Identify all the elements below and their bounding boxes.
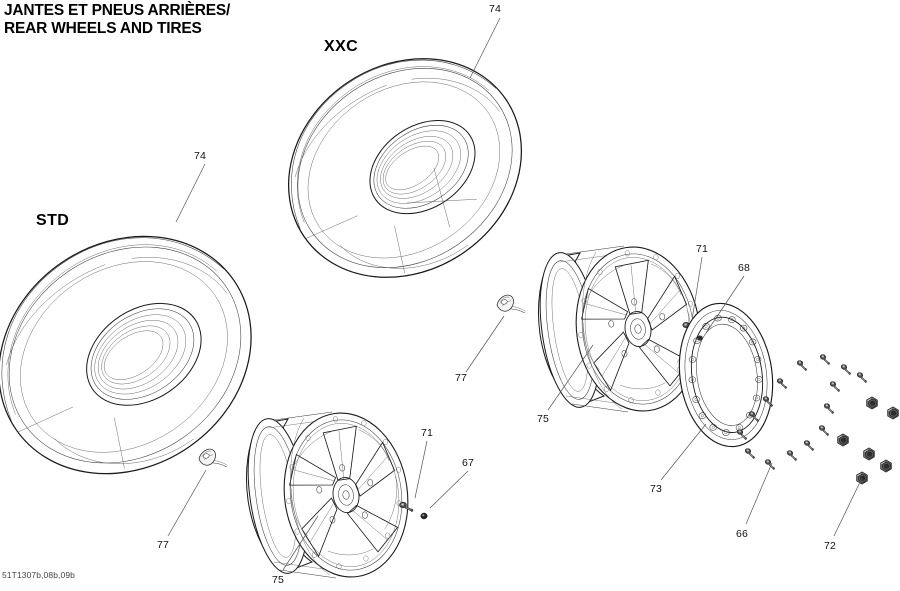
nut-67-art [420, 512, 428, 520]
callout-67: 67 [462, 457, 475, 469]
variant-label-std: STD [36, 212, 70, 229]
callout-73: 73 [650, 483, 663, 495]
callout-74-xxc: 74 [489, 3, 502, 15]
leader-lines [167, 17, 863, 571]
variant-label-xxc: XXC [324, 38, 359, 55]
callout-68: 68 [738, 262, 751, 274]
tire-xxc-art [287, 58, 523, 278]
callout-72: 72 [824, 540, 837, 552]
callout-71-lower: 71 [421, 427, 434, 439]
callout-77-upper: 77 [455, 372, 468, 384]
valve-stem-lower-art [196, 445, 229, 474]
callout-77-lower: 77 [157, 539, 170, 551]
valve-stem-upper-art [494, 291, 527, 320]
lug-nut-set-72-art [837, 396, 899, 485]
screw-68-art [697, 335, 703, 341]
callout-74-std: 74 [194, 150, 207, 162]
beadlock-ring-art [678, 302, 774, 448]
callout-71-upper: 71 [696, 243, 709, 255]
page-title: JANTES ET PNEUS ARRIÈRES/ REAR WHEELS AN… [4, 2, 231, 37]
wheel-rim-lower-art [246, 404, 419, 586]
tire-std-art [0, 235, 252, 475]
callout-66: 66 [736, 528, 749, 540]
reference-code: 51T1307b,08b,09b [2, 570, 75, 580]
callout-75-lower: 75 [272, 574, 285, 586]
callout-75-upper: 75 [537, 413, 550, 425]
wheel-rim-upper-art [538, 238, 711, 420]
